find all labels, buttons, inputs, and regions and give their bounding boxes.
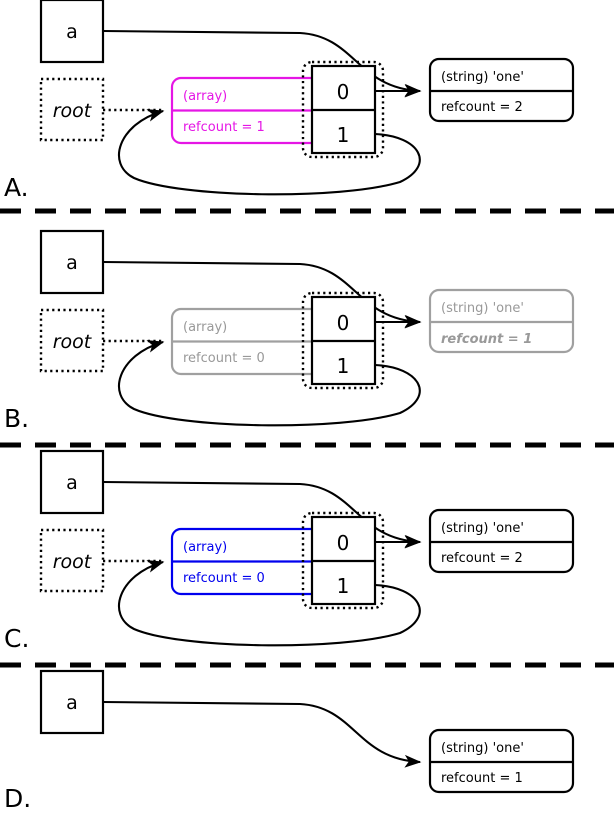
- section-c: a root (array) refcount = 0 0 1 (string)…: [4, 449, 575, 653]
- variable-label-a: a: [66, 472, 78, 494]
- edge-a-to-string: [102, 29, 422, 97]
- array-cells-container: [301, 511, 385, 610]
- root-label: root: [53, 100, 93, 122]
- edge-cell1-to-array-loop: [117, 560, 421, 647]
- string-refcount-label: refcount = 2: [441, 551, 523, 566]
- variable-box-a: [39, 449, 105, 515]
- array-cell-0: 0: [337, 311, 350, 335]
- array-type-label: (array): [183, 540, 227, 555]
- edge-cell1-to-array-loop: [117, 109, 421, 196]
- string-refcount-label: refcount = 2: [441, 100, 523, 115]
- string-type-label: (string) 'one': [441, 741, 524, 756]
- string-refcount-label: refcount = 1: [441, 332, 532, 347]
- section-letter-b: B.: [4, 404, 29, 433]
- array-refcount-label: refcount = 0: [183, 571, 265, 586]
- section-d: a (string) 'one' refcount = 1 D.: [4, 669, 575, 813]
- array-cells-container: [301, 60, 385, 159]
- string-type-label: (string) 'one': [441, 70, 524, 85]
- edge-a-to-string: [102, 700, 422, 768]
- variable-label-a: a: [66, 21, 78, 43]
- root-label: root: [53, 331, 93, 353]
- section-letter-d: D.: [4, 784, 31, 813]
- array-cells-container: [301, 291, 385, 390]
- array-cell-0: 0: [337, 80, 350, 104]
- root-label: root: [53, 551, 93, 573]
- section-letter-a: A.: [4, 173, 29, 202]
- section-letter-c: C.: [4, 624, 29, 653]
- edge-a-to-string: [102, 480, 422, 548]
- array-cell-1: 1: [337, 574, 350, 598]
- edge-cell1-to-array-loop: [117, 340, 421, 427]
- array-cell-0: 0: [337, 531, 350, 555]
- array-refcount-label: refcount = 0: [183, 351, 265, 366]
- array-cell-1: 1: [337, 354, 350, 378]
- string-refcount-label: refcount = 1: [441, 771, 523, 786]
- array-type-label: (array): [183, 320, 227, 335]
- edge-a-to-string: [102, 260, 422, 328]
- string-type-label: (string) 'one': [441, 521, 524, 536]
- variable-box-a: [39, 229, 105, 295]
- array-refcount-label: refcount = 1: [183, 120, 265, 135]
- variable-label-a: a: [66, 692, 78, 714]
- array-type-label: (array): [183, 89, 227, 104]
- array-cell-1: 1: [337, 123, 350, 147]
- variable-box-a: [39, 669, 105, 735]
- variable-box-a: [39, 0, 105, 64]
- section-a: a root (array) refcount = 1 0 1 (string)…: [4, 0, 575, 202]
- variable-label-a: a: [66, 252, 78, 274]
- string-type-label: (string) 'one': [441, 301, 524, 316]
- section-b: a root (array) refcount = 0 0 1 (string)…: [4, 229, 575, 433]
